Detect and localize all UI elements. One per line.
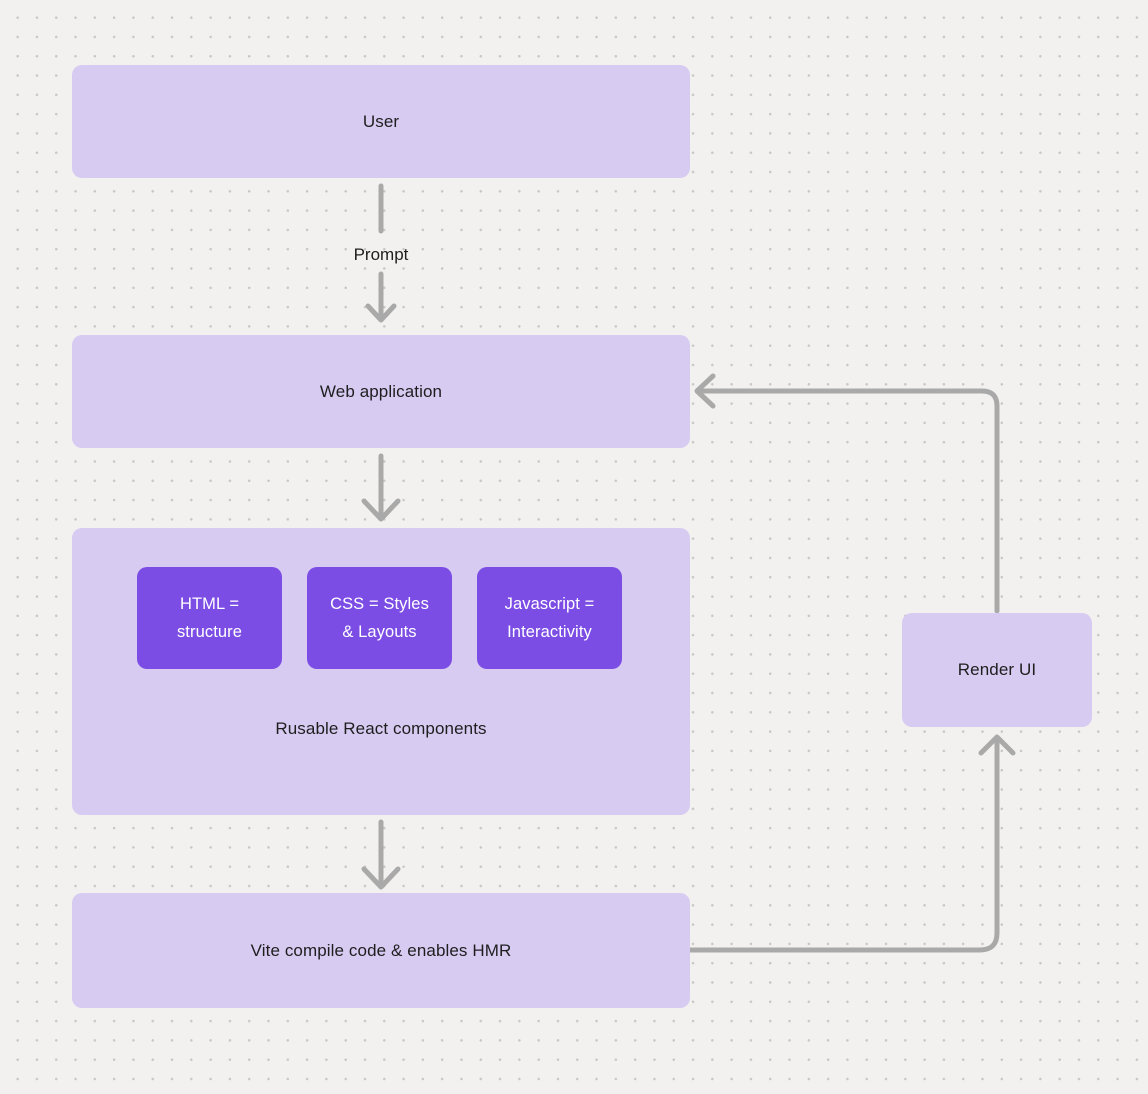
node-web-application[interactable]: Web application bbox=[72, 335, 690, 448]
arrowhead-down-to-vite bbox=[361, 866, 401, 890]
chip-html[interactable]: HTML = structure bbox=[137, 567, 282, 669]
chip-html-label: HTML = structure bbox=[176, 595, 243, 641]
node-render-ui[interactable]: Render UI bbox=[902, 613, 1092, 727]
node-vite-label: Vite compile code & enables HMR bbox=[250, 940, 512, 960]
node-user[interactable]: User bbox=[72, 65, 690, 178]
chip-css-label: CSS = Styles & Layouts bbox=[330, 595, 429, 641]
chip-css[interactable]: CSS = Styles & Layouts bbox=[307, 567, 452, 669]
node-user-label: User bbox=[362, 111, 400, 131]
edge-label-prompt: Prompt bbox=[353, 245, 409, 264]
arrowhead-left-to-web bbox=[694, 373, 716, 409]
arrowhead-up-to-render bbox=[978, 734, 1016, 756]
group-react-components[interactable]: HTML = structure CSS = Styles & Layouts … bbox=[72, 528, 690, 815]
node-vite[interactable]: Vite compile code & enables HMR bbox=[72, 893, 690, 1008]
node-render-ui-label: Render UI bbox=[957, 660, 1037, 679]
node-web-application-label: Web application bbox=[319, 381, 443, 401]
chip-javascript-label: Javascript = Interactivity bbox=[504, 595, 595, 641]
group-caption: Rusable React components bbox=[275, 719, 487, 738]
edge-vite-to-render bbox=[687, 739, 1000, 953]
edge-render-to-web bbox=[697, 388, 1000, 614]
arrowhead-down-to-group bbox=[361, 498, 401, 522]
chip-javascript[interactable]: Javascript = Interactivity bbox=[477, 567, 622, 669]
arrowhead-down-to-web bbox=[365, 303, 397, 323]
